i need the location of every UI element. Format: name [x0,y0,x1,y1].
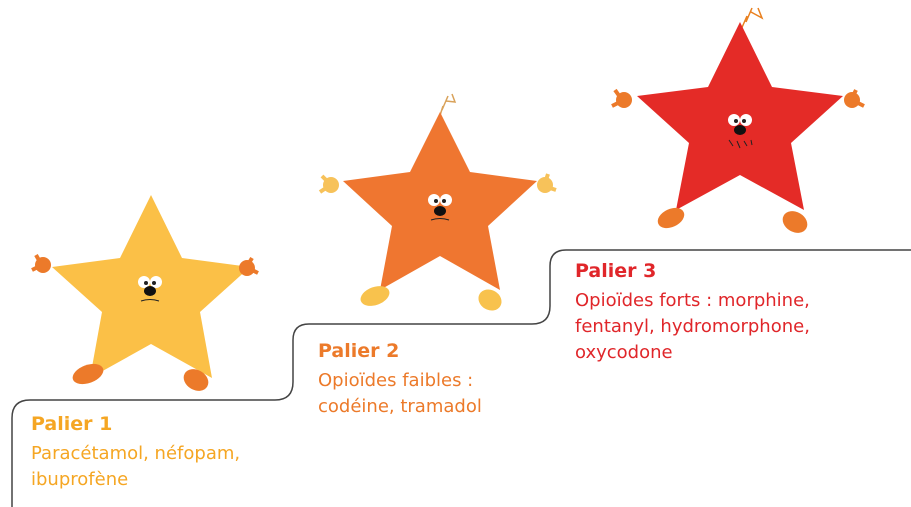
star-character-2 [320,94,556,315]
palier-3-title: Palier 3 [575,259,810,283]
palier-3-line-1: Opioïdes forts : morphine, [575,288,810,314]
palier-1-description: Paracétamol, néfopam, ibuprofène [31,441,240,493]
palier-2-line-1: Opioïdes faibles : [318,368,482,394]
palier-3-description: Opioïdes forts : morphine, fentanyl, hyd… [575,288,810,366]
palier-2-title: Palier 2 [318,339,482,363]
star-body-3 [637,22,843,210]
palier-3-line-3: oxycodone [575,340,810,366]
palier-2-block: Palier 2 Opioïdes faibles : codéine, tra… [318,339,482,420]
palier-1-title: Palier 1 [31,412,240,436]
palier-1-line-1: Paracétamol, néfopam, [31,441,240,467]
star-character-1 [32,195,258,395]
palier-2-description: Opioïdes faibles : codéine, tramadol [318,368,482,420]
palier-3-line-2: fentanyl, hydromorphone, [575,314,810,340]
palier-1-block: Palier 1 Paracétamol, néfopam, ibuprofèn… [31,412,240,493]
star-character-3 [612,8,864,237]
palier-1-line-2: ibuprofène [31,467,240,493]
palier-3-block: Palier 3 Opioïdes forts : morphine, fent… [575,259,810,366]
palier-2-line-2: codéine, tramadol [318,394,482,420]
star-body-2 [343,112,537,290]
